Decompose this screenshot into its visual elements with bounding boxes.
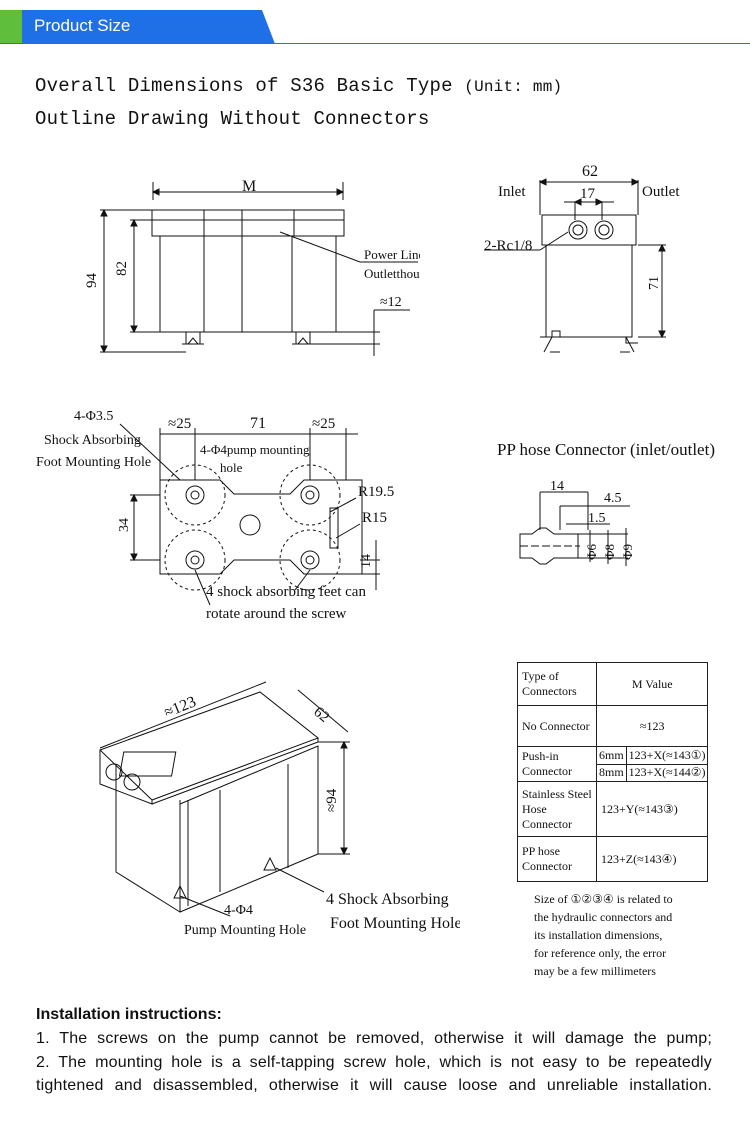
hole-foot: Foot Mounting Hole: [36, 455, 151, 470]
table-cell: Stainless Steel Hose Connector: [517, 781, 597, 837]
pump-mount-label-2: hole: [220, 460, 243, 475]
inlet-label: Inlet: [498, 184, 526, 200]
iso-shock-2: Foot Mounting Hole: [330, 915, 460, 932]
hole-shock: Shock Absorbing: [44, 433, 141, 448]
power-outlet-label: Outletthout: [364, 266, 420, 281]
iso-pump-hole-1: 4-Φ4: [224, 903, 253, 918]
front-view-drawing: M 94 82 Power Line Outletthout ≈12: [84, 178, 420, 356]
hose-connector-drawing: 14 4.5 1.5 Φ6 Φ8 Φ9: [519, 479, 635, 566]
heading-overall: Overall Dimensions of S36 Basic Type (Un…: [35, 75, 562, 97]
dim-94: 94: [84, 273, 100, 289]
hole-spec: 4-Φ3.5: [74, 409, 113, 424]
instructions-title: Installation instructions:: [36, 1006, 222, 1023]
table-row: Stainless Steel Hose Connector 123+Y(≈14…: [517, 781, 709, 837]
hose-dim-45: 4.5: [604, 491, 622, 506]
iso-pump-hole-2: Pump Mounting Hole: [184, 923, 306, 938]
hose-dim-15: 1.5: [588, 511, 606, 526]
heading-unit: (Unit: mm): [464, 78, 563, 96]
size-note: Size of ①②③④ is related to the hydraulic…: [534, 892, 673, 978]
table-cell: PP hose Connector: [517, 836, 597, 882]
table-header-m: M Value: [595, 662, 709, 706]
table-cell: No Connector: [517, 705, 597, 747]
instruction-2: 2. The mounting hole is a self-tapping s…: [36, 1054, 712, 1071]
section-header: Product Size: [0, 0, 750, 44]
table-cell: 123+X(≈144②): [625, 763, 709, 782]
heading-outline: Outline Drawing Without Connectors: [35, 108, 430, 130]
power-line-label: Power Line: [364, 247, 420, 262]
header-underline: [0, 43, 750, 44]
dim-62: 62: [582, 163, 598, 180]
m-value-table: Type of Connectors M Value No Connector …: [517, 662, 709, 882]
feet-label-1: 4 shock absorbing feet can: [206, 584, 366, 600]
table-cell: 123+Y(≈143③): [595, 781, 709, 837]
bottom-view-drawing: 4-Φ3.5 Shock Absorbing Foot Mounting Hol…: [36, 409, 394, 622]
table-cell: Push-in Connector: [517, 746, 597, 782]
iso-dim-123: ≈123: [162, 693, 199, 721]
outlet-label: Outlet: [642, 184, 680, 200]
table-row: No Connector ≈123: [517, 705, 709, 747]
hose-d8: Φ8: [602, 544, 617, 560]
dim-71-bottom: 71: [250, 415, 266, 432]
iso-dim-94: ≈94: [324, 788, 340, 812]
hose-title: PP hose Connector (inlet/outlet): [497, 440, 715, 459]
table-cell: ≈123: [595, 705, 709, 747]
pump-mount-label: 4-Φ4pump mounting: [200, 442, 310, 457]
table-row: PP hose Connector 123+Z(≈143④): [517, 836, 709, 882]
table-cell: 123+Z(≈143④): [595, 836, 709, 882]
feet-label-2: rotate around the screw: [206, 606, 347, 622]
header-tab: [0, 10, 275, 44]
table-cell: 6mm: [596, 746, 627, 765]
dim-34: 34: [117, 518, 132, 532]
table-cell: 123+X(≈143①): [625, 746, 709, 765]
instruction-1: 1. The screws on the pump cannot be remo…: [36, 1030, 712, 1047]
dim-25-right: ≈25: [312, 416, 335, 432]
table-row: Type of Connectors M Value: [517, 662, 709, 706]
dim-14-bottom: 14: [359, 554, 374, 568]
hose-dim-14: 14: [550, 479, 564, 494]
iso-dim-62: 62: [310, 704, 332, 726]
instruction-3: tightened and disassembled, otherwise it…: [36, 1077, 712, 1094]
dim-71: 71: [647, 276, 662, 290]
hose-d6: Φ6: [584, 543, 599, 560]
r15-label: R15: [362, 510, 387, 526]
side-view-drawing: 62 Inlet Outlet 17 2-Rc1/8 71: [484, 163, 680, 353]
header-title: Product Size: [34, 16, 131, 35]
dim-25-left: ≈25: [168, 416, 191, 432]
table-header-type: Type of Connectors: [517, 662, 597, 706]
dim-17: 17: [580, 186, 596, 202]
dim-foot: ≈12: [380, 295, 402, 310]
heading-overall-text: Overall Dimensions of S36 Basic Type: [35, 75, 453, 97]
rc-label: 2-Rc1/8: [484, 238, 532, 254]
iso-shock-1: 4 Shock Absorbing: [326, 891, 449, 908]
dim-82: 82: [114, 261, 130, 276]
iso-view-drawing: ≈123 62 ≈94 4-Φ4 Pump Mounting Hole 4 Sh…: [99, 681, 460, 938]
hose-d9: Φ9: [620, 544, 635, 560]
table-row: Push-in Connector 6mm 123+X(≈143①): [517, 746, 709, 782]
table-cell: 8mm: [596, 763, 627, 782]
r195-label: R19.5: [358, 484, 394, 500]
dim-m: M: [242, 178, 256, 195]
